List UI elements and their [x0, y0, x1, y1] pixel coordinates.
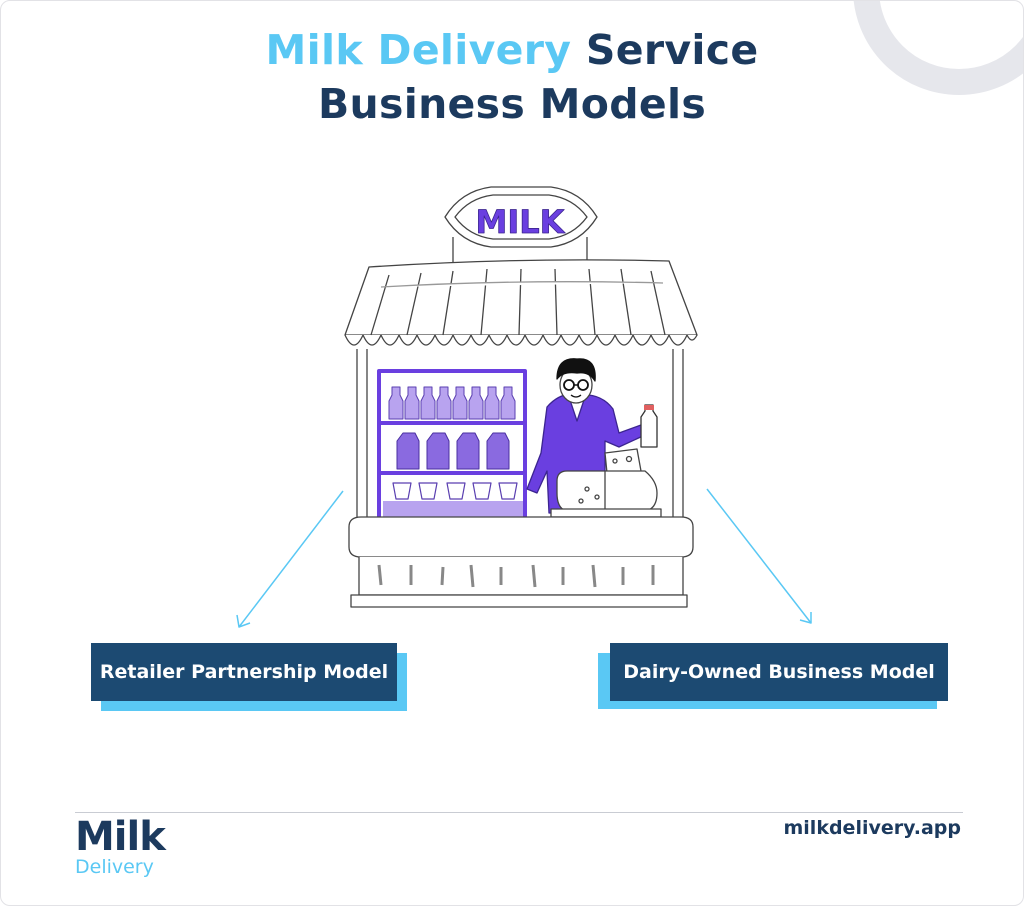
model-label: Retailer Partnership Model — [91, 643, 397, 701]
logo-milk: Milk — [75, 814, 166, 860]
milk-cartons — [396, 432, 510, 470]
title-line-1: Milk Delivery Service — [1, 23, 1023, 77]
shop-sign: MILK — [444, 186, 598, 271]
milk-bottles — [388, 386, 516, 420]
title-rest: Service — [571, 26, 759, 74]
shop-awning — [344, 259, 698, 346]
title-highlight: Milk Delivery — [265, 26, 572, 74]
yogurt-cups — [392, 482, 518, 500]
cheese — [556, 448, 658, 512]
arrow-to-dairy — [706, 488, 812, 624]
website-url: milkdelivery.app — [783, 817, 962, 839]
sign-text: MILK — [476, 203, 566, 241]
title-line-2: Business Models — [317, 80, 707, 128]
shop-post-right — [672, 349, 684, 521]
dairy-owned-model-box: Dairy-Owned Business Model — [598, 643, 948, 711]
model-label: Dairy-Owned Business Model — [610, 643, 948, 701]
logo-delivery: Delivery — [75, 856, 154, 878]
arrow-to-retailer — [236, 490, 344, 628]
page-title: Milk Delivery Service Business Models — [1, 23, 1023, 131]
shop-counter — [348, 508, 694, 608]
footer-divider — [75, 812, 963, 813]
retailer-partnership-model-box: Retailer Partnership Model — [91, 643, 407, 711]
shop-post-left — [356, 349, 368, 521]
